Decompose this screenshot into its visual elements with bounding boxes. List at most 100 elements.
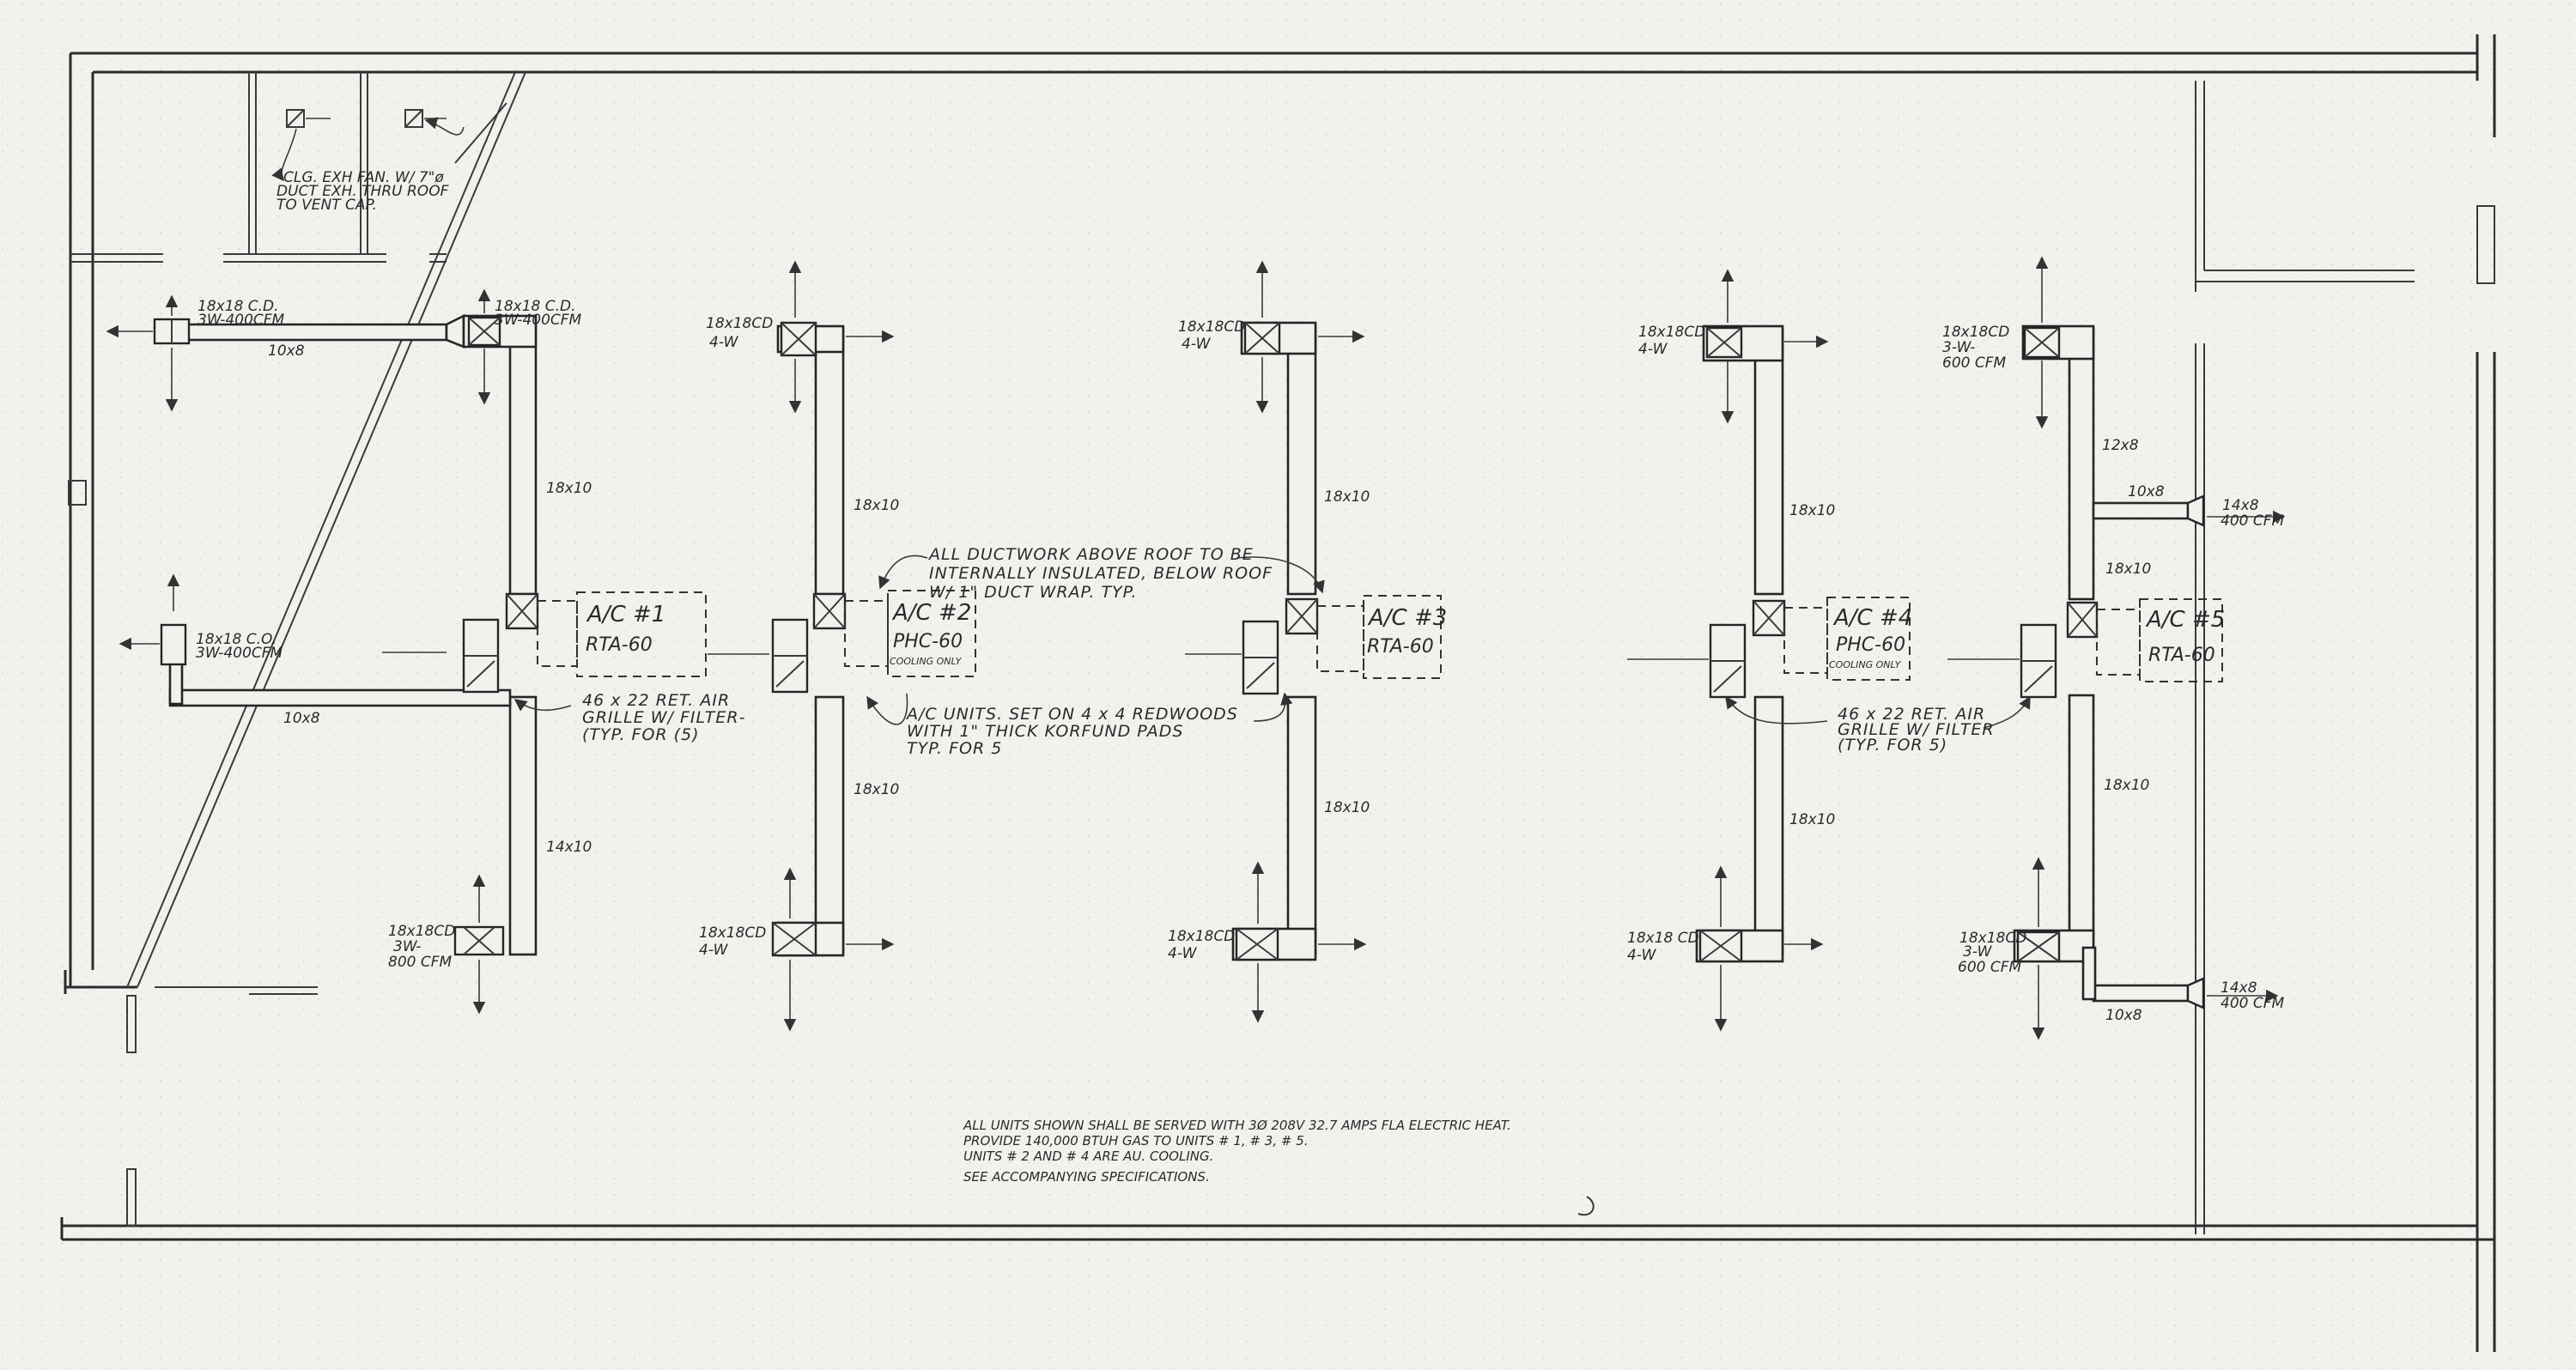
unit-5-label-branch-bot: 10x8 [2105,1007,2142,1024]
unit-5-label-grille-bot-1: 14x8 [2221,979,2257,997]
ac-2-model: PHC-60 [893,631,963,652]
unit-5-label-top-1: 18x18CD [1942,324,2009,341]
unit-5-label-bot-1: 18x18CD [1959,930,2026,947]
ac-unit-5 [2020,598,2223,699]
exhaust-note-l3: TO VENT CAP. [276,197,377,214]
unit-2-label-bot-2: 4-W [699,942,729,959]
unit-3-arrows [1185,260,1367,1023]
ac-3-name: A/C #3 [1367,605,1447,631]
ac-2-name: A/C #2 [891,600,971,626]
unit-5-label-duct-b: 18x10 [2105,561,2151,578]
pencil-mark [1577,1196,1595,1216]
general-note-l1: ALL UNITS SHOWN SHALL BE SERVED WITH 3Ø … [963,1118,1511,1133]
general-notes: ALL UNITS SHOWN SHALL BE SERVED WITH 3Ø … [963,1118,1511,1185]
grille2-note-l1: 46 x 22 RET. AIR [1838,705,1985,724]
ac-4-model: PHC-60 [1836,634,1905,656]
ac-5-unit-box [2139,598,2223,682]
ductwork-note-l3: W/ 1" DUCT WRAP. TYP. [929,583,1138,602]
exhaust-note-l1: CLG. EXH FAN. W/ 7"ø [283,169,444,186]
exhaust-fan-group [271,109,465,182]
leader-lines [513,555,2031,729]
unit-5-label-bot-2: 3-W [1963,943,1993,961]
exhaust-note-l2: DUCT EXH. THRU ROOF [276,183,449,200]
unit-1-label-tl-1: 18x18 C.D. [197,298,279,315]
ac-4-unit-box [1826,597,1911,681]
unit-5-sidewall-grille-top [2186,494,2205,527]
grille-note-l3: (TYP. FOR (5) [582,725,700,744]
unit-3-label-duct-down: 18x10 [1324,799,1370,816]
unit-4-label-top-2: 4-W [1638,341,1668,358]
ac-unit-4 [1709,597,1911,699]
unit-4-label-top-1: 18x18CD [1638,324,1705,341]
unit-5-label-grille-bot-2: 400 CFM [2221,995,2285,1012]
unit-1-label-bot-3: 800 CFM [388,954,453,971]
unit-3-label-bot-2: 4-W [1168,945,1198,962]
ductwork-note-l2: INTERNALLY INSULATED, BELOW ROOF [929,564,1273,583]
grille2-note-l2: GRILLE W/ FILTER [1838,720,1995,739]
unit-3-label-bot-1: 18x18CD [1168,928,1235,945]
exhaust-fan-1 [286,109,305,128]
unit-5-label-top-2: 3-W- [1942,339,1975,356]
unit-5-label-duct-c: 18x10 [2104,777,2149,794]
unit-4-label-bot-2: 4-W [1627,947,1657,964]
unit-5-label-top-3: 600 CFM [1942,355,2007,372]
unit-2-label-top-1: 18x18CD [706,315,773,332]
units-note-l1: A/C UNITS. SET ON 4 x 4 REDWOODS [905,705,1238,724]
ac-1-unit-box [576,591,707,677]
ac-unit-3 [1242,595,1442,695]
unit-4-label-duct-down: 18x10 [1789,811,1835,828]
unit-4-label-duct-up: 18x10 [1789,502,1835,519]
grille-note-l2: GRILLE W/ FILTER- [582,708,745,727]
ductwork-note-l1: ALL DUCTWORK ABOVE ROOF TO BE [927,545,1254,564]
grille2-note-l3: (TYP. FOR 5) [1838,736,1947,755]
unit-5-label-grille-top-2: 400 CFM [2221,512,2285,530]
ac-3-model: RTA-60 [1367,636,1434,658]
general-note-l3: UNITS # 2 AND # 4 ARE AU. COOLING. [963,1149,1213,1164]
unit-5-arrows [1947,256,2286,1040]
unit-1-label-mid-1: 18x18 C.O. [196,631,276,648]
ac-3-unit-box [1363,595,1442,679]
general-note-l4: SEE ACCOMPANYING SPECIFICATIONS. [963,1169,1210,1185]
unit-1-diffuser-mid [160,623,187,666]
unit-5-label-branch-top: 10x8 [2128,483,2165,500]
unit-5-label-bot-3: 600 CFM [1958,959,2022,976]
ac-5-name: A/C #5 [2145,607,2225,633]
unit-2-label-duct-up: 18x10 [854,497,899,514]
unit-5-label-duct-a: 12x8 [2102,437,2139,454]
unit-1-label-tr-2: 3W-400CFM [495,312,582,329]
unit-1-label-duct-up: 18x10 [546,480,592,497]
ac-2-unit-box [887,590,976,677]
general-note-l2: PROVIDE 140,000 BTUH GAS TO UNITS # 1, #… [963,1133,1309,1149]
unit-1-arrows [106,288,491,1015]
ac-unit-2 [771,590,976,694]
unit-3-label-top-1: 18x18CD [1178,318,1245,336]
building-walls [60,34,2496,1352]
unit-3-label-duct-up: 18x10 [1324,488,1370,506]
unit-1-label-branch: 10x8 [268,342,305,360]
unit-1-label-mid-2: 3W-400CFM [196,645,283,662]
ac-2-extra: COOLING ONLY [890,656,963,667]
unit-1-label-bot-1: 18x18CD [388,923,455,940]
grille-note-l1: 46 x 22 RET. AIR [582,691,730,710]
units-note-l3: TYP. FOR 5 [907,739,1002,758]
unit-1-label-bot-2: 3W- [393,938,421,955]
ac-unit-1 [462,591,707,694]
units-note-l2: WITH 1" THICK KORFUND PADS [907,722,1183,741]
unit-2-label-duct-down: 18x10 [854,781,899,798]
exhaust-fan-2 [404,109,423,128]
unit-1-label-duct-down: 14x10 [546,839,592,856]
unit-5-sidewall-grille-bottom [2186,977,2205,1009]
unit-1-label-mid-branch: 10x8 [283,710,320,727]
unit-2-arrows [708,260,895,1032]
ac-4-extra: COOLING ONLY [1829,659,1902,670]
unit-2-label-top-2: 4-W [709,334,739,351]
unit-2-label-bot-1: 18x18CD [699,924,766,942]
unit-3-label-top-2: 4-W [1182,336,1212,353]
ac-1-model: RTA-60 [586,634,653,656]
unit-1-label-tr-1: 18x18 C.D. [495,298,576,315]
ac-1-name: A/C #1 [586,602,665,627]
ac-5-model: RTA-60 [2148,645,2215,666]
unit-4-arrows [1627,269,1829,1032]
unit-4-label-bot-1: 18x18 CD [1627,930,1699,947]
